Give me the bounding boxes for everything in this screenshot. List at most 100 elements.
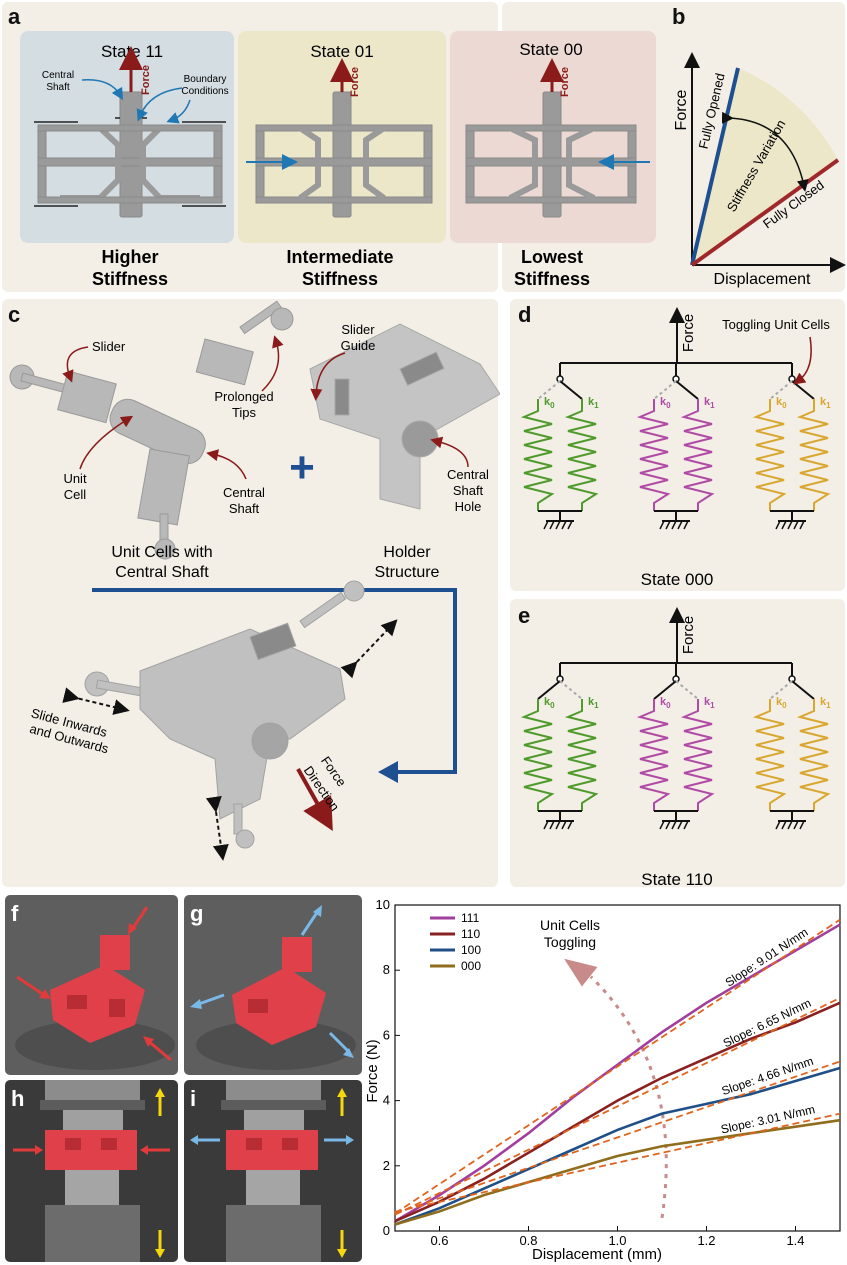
ground-hatch	[683, 520, 689, 530]
spring-label: k0	[544, 696, 555, 710]
toggle-open-link	[769, 380, 793, 400]
ground-hatch	[787, 520, 793, 530]
photo-f: f	[5, 895, 178, 1075]
spring-k1	[564, 699, 599, 811]
ground-hatch	[683, 820, 689, 830]
state-110-label: State 110	[641, 870, 713, 889]
force-label-e: Force	[680, 616, 697, 654]
ground-hatch	[543, 520, 549, 530]
spring-label: k0	[776, 396, 787, 410]
central-shaft-text-2: Shaft	[46, 82, 70, 93]
spring-label: k1	[588, 696, 599, 710]
unit-cell-label-2: Cell	[64, 487, 87, 502]
fit-line	[394, 997, 841, 1216]
shaft-hole-3: Hole	[455, 499, 482, 514]
panel-label-d: d	[518, 302, 532, 327]
caption-unit-cells-2: Central Shaft	[115, 564, 209, 581]
spring-k1	[680, 699, 715, 811]
toggle-link	[653, 680, 677, 700]
photo-i-label: i	[190, 1086, 197, 1111]
stiffness-intermediate-1: Intermediate	[286, 247, 393, 267]
ground-hatch	[793, 820, 799, 830]
state-01-title: State 01	[310, 42, 373, 61]
slider-label: Slider	[92, 339, 126, 354]
ground-hatch	[677, 520, 683, 530]
central-shaft-text-1: Central	[42, 70, 74, 81]
spring-k0	[636, 399, 671, 511]
panel-label-b: b	[672, 4, 686, 29]
toggling-label: Toggling Unit Cells	[722, 317, 830, 332]
ground-hatch	[555, 520, 561, 530]
ground-hatch	[781, 520, 787, 530]
chart-ylabel: Force (N)	[365, 1039, 381, 1102]
spring-label: k0	[660, 396, 671, 410]
y-tick-label: 0	[383, 1223, 390, 1238]
spring-label: k1	[820, 396, 831, 410]
panel-b-ylabel: Force	[673, 89, 690, 130]
prolonged-label-1: Prolonged	[214, 389, 273, 404]
ground-hatch	[775, 520, 781, 530]
stiffness-intermediate-2: Stiffness	[302, 269, 378, 289]
ground-hatch	[543, 820, 549, 830]
ground-hatch	[781, 820, 787, 830]
ground-hatch	[555, 820, 561, 830]
mechanism-state-00	[465, 91, 637, 218]
fit-line	[394, 918, 841, 1215]
legend-label-111: 111	[461, 911, 480, 925]
ground-hatch	[787, 820, 793, 830]
series-line-000	[394, 1118, 841, 1226]
slider-guide-1: Slider	[341, 322, 375, 337]
ground-hatch	[671, 520, 677, 530]
ground-hatch	[775, 820, 781, 830]
ground-hatch	[549, 820, 555, 830]
panel-label-e: e	[518, 603, 531, 628]
caption-holder-1: Holder	[383, 544, 431, 561]
photo-h: h	[5, 1080, 178, 1262]
toggling-arrow-head	[564, 958, 598, 987]
ground-hatch	[659, 820, 665, 830]
slider-guide-2: Guide	[341, 338, 376, 353]
x-tick-label: 0.6	[430, 1233, 448, 1248]
photo-i: i	[184, 1080, 362, 1262]
unit-cells-illustration	[9, 300, 294, 560]
stiffness-lowest-2: Stiffness	[514, 269, 590, 289]
panel-label-a: a	[8, 4, 21, 29]
y-tick-label: 8	[383, 962, 390, 977]
panel-b-diagram: Force Displacement Fully Opened Fully Cl…	[673, 52, 846, 288]
legend-label-110: 110	[461, 927, 480, 941]
spring-k0	[636, 699, 671, 811]
toggle-link	[791, 680, 815, 700]
ground-hatch	[799, 820, 805, 830]
mechanism-state-11	[37, 91, 223, 218]
x-tick-label: 0.8	[519, 1233, 537, 1248]
ground-hatch	[567, 820, 573, 830]
force-label-d: Force	[680, 314, 697, 352]
ground-hatch	[799, 520, 805, 530]
panel-label-c: c	[8, 302, 21, 327]
toggle-open-link	[675, 680, 699, 700]
spring-label: k1	[820, 696, 831, 710]
y-tick-label: 10	[376, 897, 390, 912]
spring-k1	[680, 399, 715, 511]
series-line-100	[394, 1066, 841, 1226]
spring-label: k0	[544, 396, 555, 410]
ground-hatch	[561, 520, 567, 530]
y-tick-label: 4	[383, 1093, 390, 1108]
ground-hatch	[677, 820, 683, 830]
caption-holder-2: Structure	[375, 564, 440, 581]
spring-label: k1	[588, 396, 599, 410]
spring-k0	[752, 699, 787, 811]
prolonged-label-2: Tips	[232, 405, 257, 420]
annotation-line-2: Toggling	[544, 934, 596, 950]
legend-label-000: 000	[461, 959, 481, 973]
panel-c-svg: Slider Unit Cell Prolonged Tips Central …	[9, 300, 500, 861]
shaft-hole-1: Central	[447, 467, 489, 482]
panel-a-svg: State 11 State 01 State 00 Force Central…	[20, 31, 846, 289]
toggle-open-link	[559, 680, 583, 700]
boundary-text-2: Conditions	[181, 86, 228, 97]
assembly-arrow	[92, 588, 457, 774]
toggle-link	[675, 380, 699, 400]
